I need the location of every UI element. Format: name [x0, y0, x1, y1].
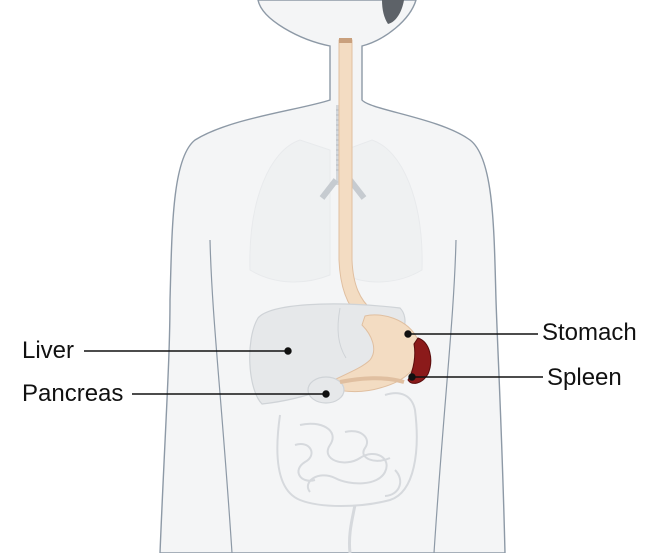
- stomach-label: Stomach: [542, 321, 637, 345]
- body-silhouette: [160, 0, 505, 553]
- liver-label: Liver: [22, 339, 74, 363]
- esophagus-top: [339, 38, 352, 43]
- spleen-label: Spleen: [547, 366, 622, 390]
- pancreas-label: Pancreas: [22, 382, 123, 406]
